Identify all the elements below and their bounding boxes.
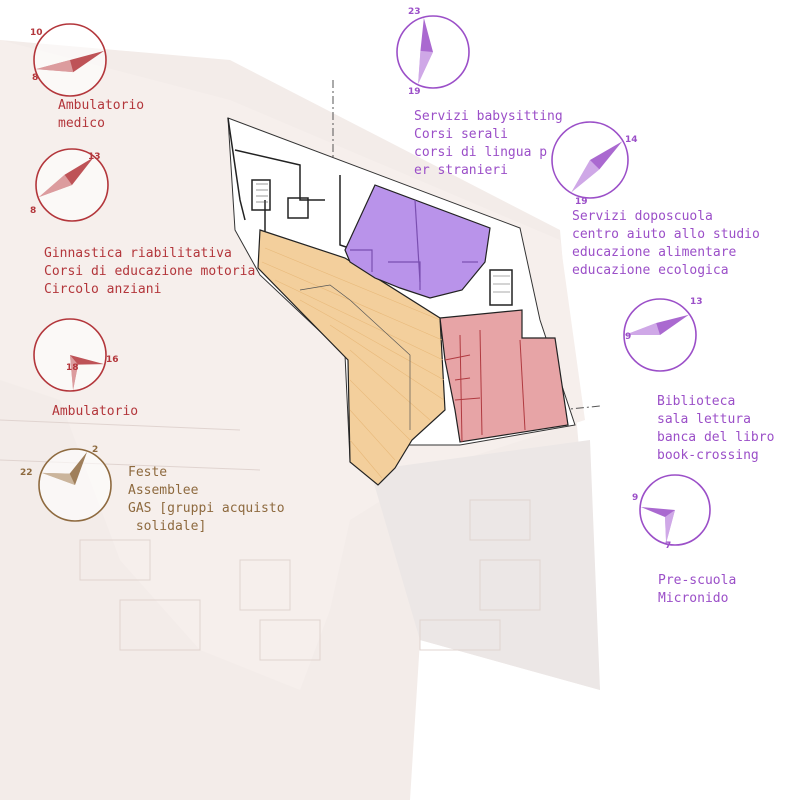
clock-doposcuola-end: 19	[575, 197, 588, 207]
clock-ambulatorio-end: 18	[66, 363, 79, 373]
clock-hand-shade-feste	[41, 472, 75, 485]
activity-clocks	[33, 15, 711, 546]
building-plan	[227, 117, 576, 486]
clock-hand-shade-ambulatorio	[70, 355, 79, 391]
clock-feste-start: 2	[92, 445, 99, 455]
clock-prescuola-end: 7	[665, 541, 672, 551]
clock-hand-shade-ambulatorio-medico	[35, 60, 74, 73]
clock-hand-shade-babysitting	[418, 50, 433, 84]
clock-hand-shade-biblioteca	[624, 322, 660, 335]
clock-ambulatorio-medico-start: 10	[30, 28, 43, 38]
clock-biblioteca-start: 13	[690, 297, 703, 307]
clock-doposcuola-start: 14	[625, 135, 638, 145]
clock-ginnastica-end: 8	[30, 206, 37, 216]
clock-biblioteca-end: 9	[625, 332, 632, 342]
zone-orange	[257, 229, 446, 486]
clock-hand-shade-doposcuola	[571, 160, 600, 193]
label-ambulatorio: Ambulatorio	[52, 404, 139, 419]
clock-babysitting-end: 19	[408, 87, 421, 97]
zone-red	[439, 309, 569, 443]
clock-hand-shade-prescuola	[664, 510, 675, 544]
clock-ambulatorio-medico-end: 8	[32, 73, 39, 83]
clock-hand-ambulatorio	[70, 355, 105, 391]
clock-babysitting-start: 23	[408, 7, 421, 17]
clock-ambulatorio-start: 16	[106, 355, 119, 365]
clock-prescuola-start: 9	[632, 493, 639, 503]
clock-feste-end: 22	[20, 468, 33, 478]
clock-ginnastica-start: 13	[88, 152, 101, 162]
clock-hand-shade-ginnastica	[38, 174, 72, 198]
